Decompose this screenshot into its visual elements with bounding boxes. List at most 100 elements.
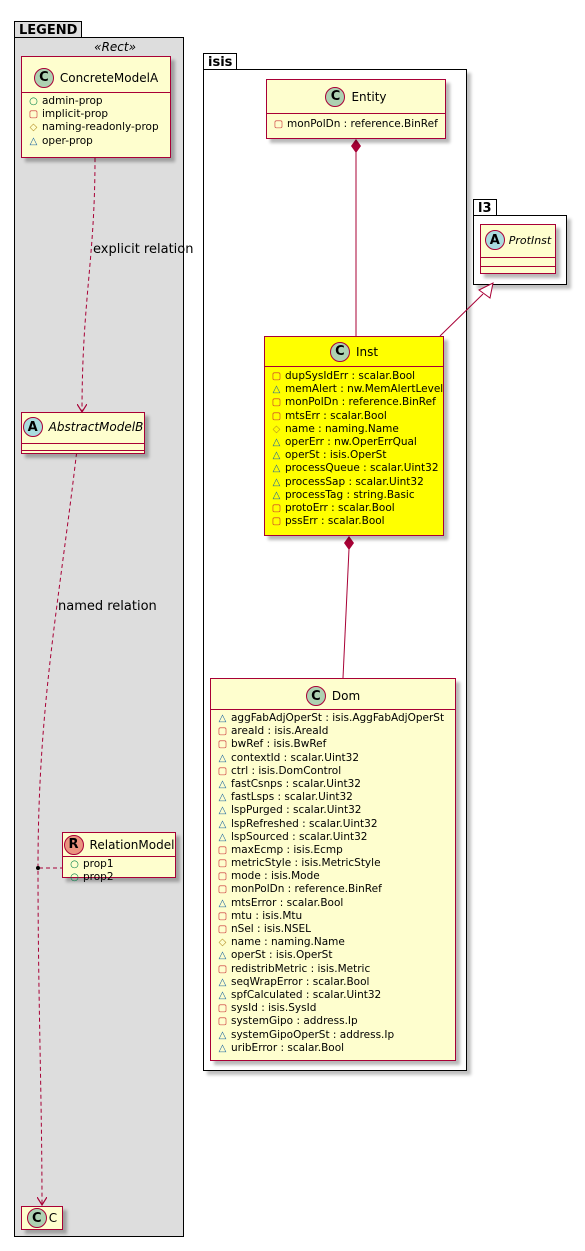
attribute-row: ○prop1 xyxy=(70,858,114,870)
package-visibility-icon: △ xyxy=(218,792,227,804)
attribute-row: ▢protoErr : scalar.Bool xyxy=(271,502,439,515)
class-c-icon: C xyxy=(305,686,326,706)
attribute-text: uribError : scalar.Bool xyxy=(231,1041,345,1054)
dom-class[interactable]: C Dom △aggFabAdjOperSt : isis.AggFabAdjO… xyxy=(210,678,456,1061)
public-visibility-icon: ○ xyxy=(70,859,79,870)
attribute-row: ▢redistribMetric : isis.Metric xyxy=(217,963,451,976)
attribute-text: contextId : scalar.Uint32 xyxy=(231,751,360,764)
class-c-icon: C xyxy=(325,86,346,107)
attribute-text: protoErr : scalar.Bool xyxy=(285,501,395,514)
attribute-text: maxEcmp : isis.Ecmp xyxy=(231,843,343,856)
attribute-text: nSel : isis.NSEL xyxy=(231,923,312,935)
attribute-text: aggFabAdjOperSt : isis.AggFabAdjOperSt xyxy=(231,712,445,724)
attribute-row: ◇ name : naming.Name xyxy=(271,423,439,436)
attribute-text: memAlert : nw.MemAlertLevel xyxy=(285,383,444,396)
attribute-row: △processTag : string.Basic xyxy=(271,489,439,502)
attribute-row: ▢monPolDn : reference.BinRef xyxy=(273,118,438,130)
c-class[interactable]: C C xyxy=(21,1206,63,1230)
attribute-row: ▢bwRef : isis.BwRef xyxy=(217,738,451,751)
relation-r-icon: R xyxy=(63,834,84,855)
attribute-row: ▢maxEcmp : isis.Ecmp xyxy=(217,844,451,857)
private-visibility-icon: ▢ xyxy=(271,516,282,528)
attribute-text: monPolDn : reference.BinRef xyxy=(231,883,382,896)
package-visibility-icon: △ xyxy=(218,805,227,817)
attribute-row: △uribError : scalar.Bool xyxy=(217,1042,451,1055)
generalization-triangle xyxy=(478,282,494,299)
private-visibility-icon: ▢ xyxy=(217,858,228,870)
attribute-text: operSt : isis.OperSt xyxy=(285,449,387,462)
attribute-row: ▢sysId : isis.SysId xyxy=(217,1002,451,1015)
package-visibility-icon: △ xyxy=(218,976,227,988)
isis-package-tab: isis xyxy=(203,53,238,70)
attribute-text: bwRef : isis.BwRef xyxy=(231,738,327,751)
private-visibility-icon: ▢ xyxy=(217,739,228,751)
attribute-text: fastLsps : scalar.Uint32 xyxy=(231,791,353,804)
package-visibility-icon: △ xyxy=(218,818,227,830)
abstract-model-b-class[interactable]: A AbstractModelB xyxy=(21,412,145,454)
attribute-row: ▢metricStyle : isis.MetricStyle xyxy=(217,857,451,870)
class-c-icon: C xyxy=(329,341,350,362)
private-visibility-icon: ▢ xyxy=(271,371,282,382)
class-c-icon: C xyxy=(26,1208,47,1228)
attribute-text: mtsErr : scalar.Bool xyxy=(285,409,387,422)
attribute-text: monPolDn : reference.BinRef xyxy=(285,396,436,409)
private-visibility-icon: ▢ xyxy=(271,410,282,422)
private-visibility-icon: ▢ xyxy=(217,924,228,935)
attribute-text: fastCsnps : scalar.Uint32 xyxy=(231,777,361,790)
inst-attribute-list: ▢dupSysIdErr : scalar.Bool△memAlert : nw… xyxy=(265,367,443,530)
attribute-row: △processSap : scalar.Uint32 xyxy=(271,476,439,489)
attribute-row: △processQueue : scalar.Uint32 xyxy=(271,462,439,475)
relation-model-class[interactable]: R RelationModel ○prop1 ○prop2 xyxy=(62,832,176,883)
protected-visibility-icon: ◇ xyxy=(29,122,38,134)
protected-visibility-icon: ◇ xyxy=(218,937,227,949)
package-visibility-icon: △ xyxy=(218,713,227,724)
package-visibility-icon: △ xyxy=(272,450,281,462)
attribute-row: △systemGipoOperSt : address.Ip xyxy=(217,1029,451,1042)
legend-package-tab: LEGEND xyxy=(14,21,83,38)
private-visibility-icon: ▢ xyxy=(271,397,282,409)
attribute-text: seqWrapError : scalar.Bool xyxy=(231,975,370,988)
package-visibility-icon: △ xyxy=(218,831,227,843)
public-visibility-icon: ○ xyxy=(29,96,38,107)
attribute-row: △lspRefreshed : scalar.Uint32 xyxy=(217,818,451,831)
concrete-model-a-class[interactable]: C ConcreteModelA ○admin-prop ▢implicit-p… xyxy=(21,56,171,158)
attribute-text: name : naming.Name xyxy=(285,422,399,435)
inst-dom-composition-edge xyxy=(342,548,350,679)
attribute-row: ○prop2 xyxy=(70,871,114,884)
attribute-row: ▢pssErr : scalar.Bool xyxy=(271,515,439,528)
attribute-text: ctrl : isis.DomControl xyxy=(231,764,342,777)
attribute-row: ▢mtsErr : scalar.Bool xyxy=(271,410,439,423)
private-visibility-icon: ▢ xyxy=(217,726,228,738)
package-visibility-icon: △ xyxy=(272,463,281,475)
package-visibility-icon: △ xyxy=(272,476,281,488)
attribute-row: ◇naming-readonly-prop xyxy=(29,121,159,134)
attribute-text: sysId : isis.SysId xyxy=(231,1002,317,1015)
private-visibility-icon: ▢ xyxy=(217,1016,228,1028)
attribute-text: mtu : isis.Mtu xyxy=(231,909,303,922)
attribute-row: △memAlert : nw.MemAlertLevel xyxy=(271,383,444,396)
inst-class[interactable]: C Inst ▢dupSysIdErr : scalar.Bool△memAle… xyxy=(264,336,444,536)
class-name: ProtInst xyxy=(508,233,552,247)
private-visibility-icon: ▢ xyxy=(217,963,228,975)
relation-model-junction xyxy=(36,866,40,870)
package-visibility-icon: △ xyxy=(272,436,281,448)
class-c-icon: C xyxy=(33,67,54,88)
attribute-text: spfCalculated : scalar.Uint32 xyxy=(231,988,382,1001)
attribute-text: dupSysIdErr : scalar.Bool xyxy=(285,370,416,382)
inst-composition-diamond xyxy=(344,536,354,550)
private-visibility-icon: ▢ xyxy=(217,1003,228,1015)
protected-visibility-icon: ◇ xyxy=(272,423,281,435)
attribute-text: operSt : isis.OperSt xyxy=(231,949,333,962)
package-visibility-icon: △ xyxy=(218,778,227,790)
attribute-row: ▢nSel : isis.NSEL xyxy=(217,923,451,936)
attribute-row: △oper-prop xyxy=(29,134,93,147)
legend-package-title: LEGEND xyxy=(19,23,78,38)
private-visibility-icon: ▢ xyxy=(217,910,228,922)
attribute-text: name : naming.Name xyxy=(231,936,345,949)
attribute-text: pssErr : scalar.Bool xyxy=(285,515,385,528)
protinst-class[interactable]: A ProtInst xyxy=(480,224,556,274)
attribute-row: △mtsError : scalar.Bool xyxy=(217,897,451,910)
legend-package xyxy=(14,37,184,1237)
entity-class[interactable]: C Entity ▢monPolDn : reference.BinRef xyxy=(266,79,446,139)
